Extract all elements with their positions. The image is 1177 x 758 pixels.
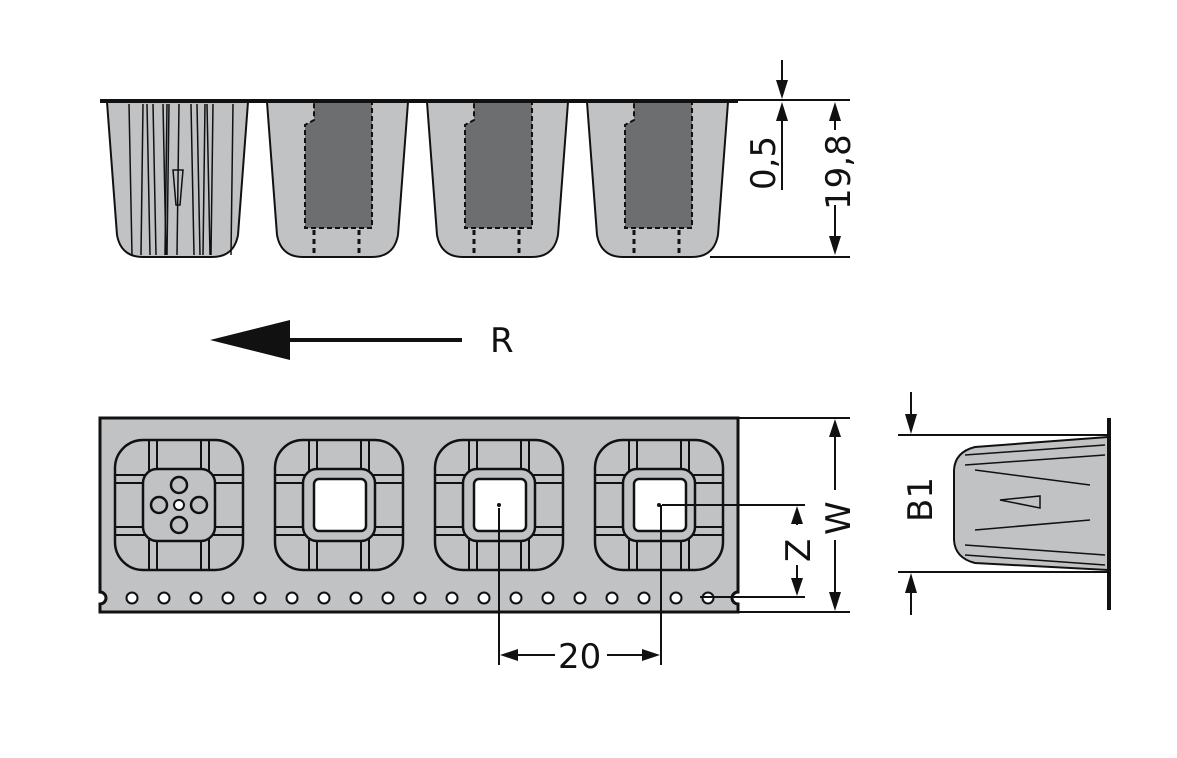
rib-line <box>230 103 234 256</box>
rib <box>964 554 1106 566</box>
sprocket-hole <box>253 591 267 605</box>
sprocket-hole <box>189 591 203 605</box>
dim-offset: Z <box>779 539 819 562</box>
side-section-view <box>100 99 738 258</box>
sprocket-hole <box>509 591 523 605</box>
tape-flange-end <box>1107 418 1111 610</box>
center-mark <box>497 503 501 507</box>
boss <box>169 515 189 535</box>
rib-line <box>162 103 167 256</box>
sprocket-hole <box>669 591 683 605</box>
boss <box>149 495 169 515</box>
rib <box>974 519 1091 531</box>
dim-width: W <box>819 501 859 535</box>
rib-line <box>206 103 211 256</box>
sprocket-hole <box>445 591 459 605</box>
component-outline <box>624 101 693 229</box>
center-hole <box>173 499 185 511</box>
sprocket-hole <box>477 591 491 605</box>
tape-flange <box>100 99 738 103</box>
sprocket-hole <box>221 591 235 605</box>
rib <box>964 454 1106 466</box>
rib-line <box>190 103 195 256</box>
sprocket-hole <box>125 591 139 605</box>
pocket-end-profile <box>953 435 1109 572</box>
rib <box>964 544 1106 556</box>
sprocket-hole <box>381 591 395 605</box>
dim-flange-thickness: 0,5 <box>744 136 784 190</box>
dim-side-width: B1 <box>901 477 941 522</box>
rib-line <box>176 103 180 256</box>
top-plan-view <box>98 416 740 614</box>
sprocket-hole <box>573 591 587 605</box>
dimension-lines-plan <box>498 417 850 665</box>
component-outline <box>464 101 533 229</box>
sprocket-hole <box>413 591 427 605</box>
rib-line <box>152 103 157 256</box>
rib-line <box>140 103 144 256</box>
rib <box>974 469 1091 486</box>
rib <box>964 444 1106 456</box>
rib-line <box>128 103 133 256</box>
sprocket-hole <box>541 591 555 605</box>
boss <box>169 475 189 495</box>
sprocket-hole <box>317 591 331 605</box>
rib-line <box>210 103 214 256</box>
pocket-window <box>312 477 368 533</box>
dim-pitch: 20 <box>558 637 601 677</box>
latch-outline <box>172 169 184 206</box>
sprocket-hole <box>349 591 363 605</box>
rib-line <box>146 103 151 256</box>
direction-arrow-icon <box>210 320 462 360</box>
latch-outline <box>999 495 1041 509</box>
rib-line <box>166 103 170 256</box>
sprocket-hole <box>157 591 171 605</box>
boss <box>189 495 209 515</box>
sprocket-hole <box>605 591 619 605</box>
direction-label: R <box>490 321 514 361</box>
sprocket-hole <box>637 591 651 605</box>
sprocket-hole <box>285 591 299 605</box>
rib-line <box>196 103 201 256</box>
dim-total-height: 19,8 <box>819 134 859 210</box>
component-outline <box>304 101 373 229</box>
rib-line <box>202 103 206 256</box>
end-view <box>953 418 1111 610</box>
